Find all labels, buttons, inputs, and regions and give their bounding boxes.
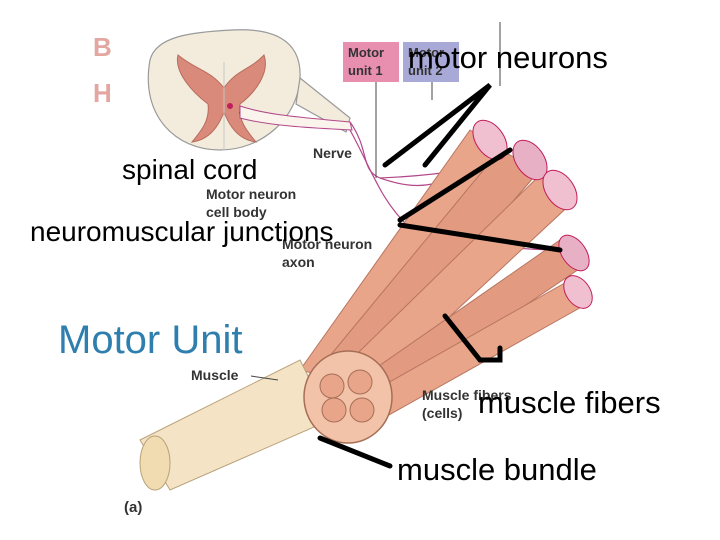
- label-muscle-bundle: muscle bundle: [397, 452, 597, 487]
- label-muscle-fibers: muscle fibers: [478, 385, 661, 420]
- muscle-fibers: [299, 119, 593, 421]
- annotation-lines: [317, 83, 563, 469]
- label-motor-neurons: motor neurons: [408, 40, 608, 75]
- svg-text:unit 2: unit 2: [408, 63, 443, 78]
- spinal-cord: [147, 29, 351, 151]
- svg-text:Motor: Motor: [408, 45, 444, 60]
- corner-letter-b: B: [93, 32, 112, 62]
- label-cell-body-1: Motor neuron: [206, 186, 296, 202]
- muscle-bundle-section: [139, 350, 393, 491]
- label-panel: (a): [124, 499, 142, 516]
- label-axon-2: axon: [282, 254, 315, 270]
- label-neuromuscular-junctions: neuromuscular junctions: [30, 216, 334, 247]
- label-muscle-fiber-1: Muscle fibers: [422, 387, 512, 403]
- label-nerve: Nerve: [313, 145, 352, 161]
- label-cell-body-2: cell body: [206, 204, 267, 220]
- label-muscle-fiber-2: (cells): [422, 405, 462, 421]
- svg-text:Motor: Motor: [348, 45, 384, 60]
- label-axon-1: Motor neuron: [282, 236, 372, 252]
- legend-motor-unit-2: Motor unit 2: [403, 42, 459, 82]
- leader-muscle: [250, 375, 279, 381]
- label-spinal-cord: spinal cord: [122, 154, 258, 185]
- label-muscle: Muscle: [191, 367, 239, 383]
- svg-text:unit 1: unit 1: [348, 63, 383, 78]
- label-motor-unit-title: Motor Unit: [58, 318, 243, 362]
- legend-motor-unit-1: Motor unit 1: [343, 42, 399, 82]
- corner-letter-h: H: [93, 78, 112, 108]
